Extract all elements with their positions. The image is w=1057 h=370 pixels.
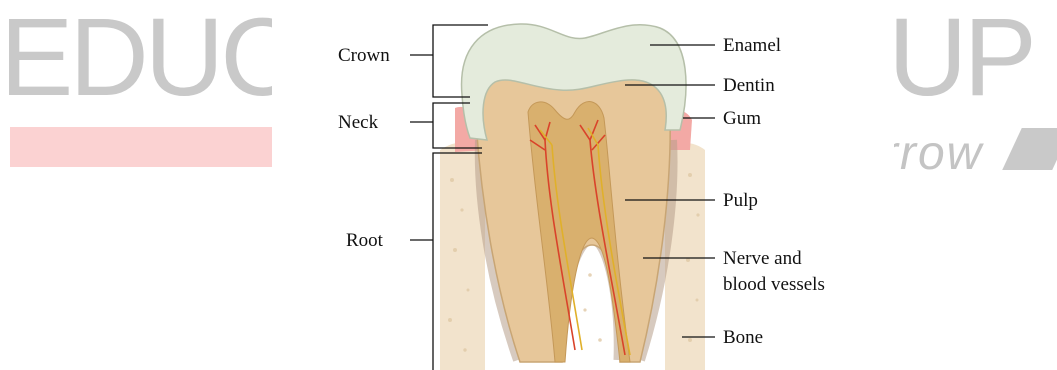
label-pulp: Pulp [723, 190, 758, 211]
label-bone: Bone [723, 327, 763, 348]
label-nerve-line1: Nerve and [723, 248, 802, 269]
label-crown: Crown [338, 45, 390, 66]
label-root: Root [346, 230, 384, 251]
label-dentin: Dentin [723, 75, 775, 96]
label-gum: Gum [723, 108, 761, 129]
label-nerve-line2: blood vessels [723, 274, 825, 295]
label-enamel: Enamel [723, 35, 781, 56]
label-neck: Neck [338, 112, 379, 133]
